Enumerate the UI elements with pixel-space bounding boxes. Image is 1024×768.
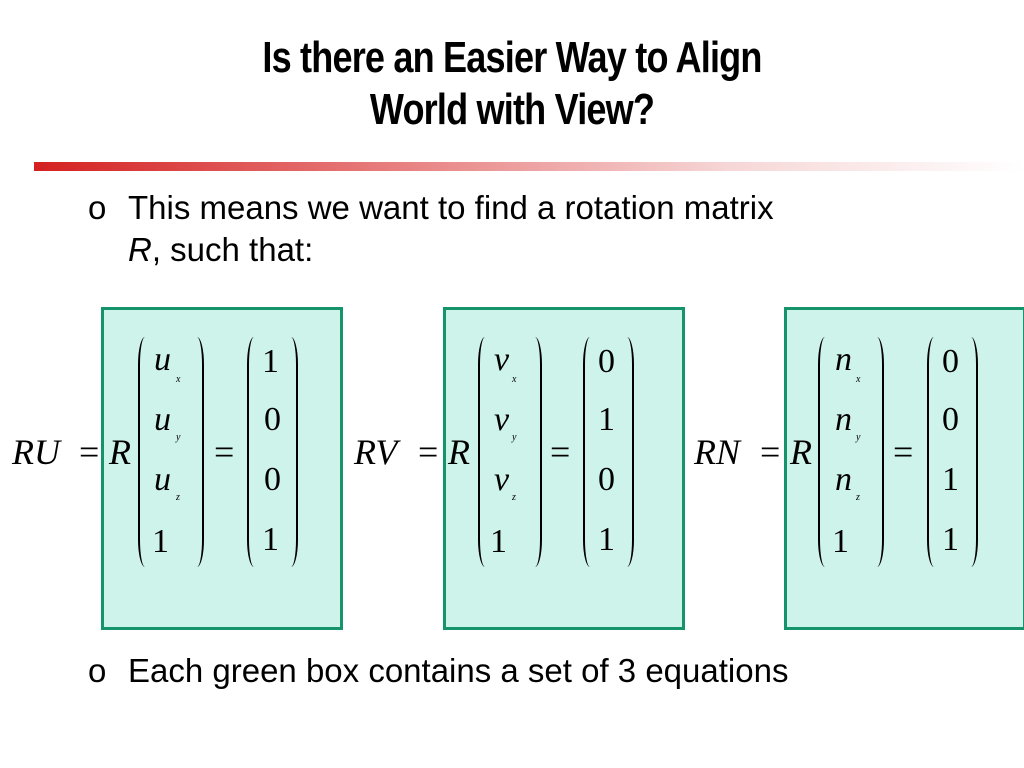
title-line-2: World with View? (369, 85, 655, 134)
right-paren (284, 337, 298, 567)
equation-lhs: RU (12, 432, 60, 472)
right-paren (620, 337, 634, 567)
vector-component: n (835, 401, 852, 438)
equals-sign: = (760, 432, 781, 472)
left-paren (818, 337, 832, 567)
result-component: 1 (262, 343, 279, 380)
result-component: 1 (942, 461, 959, 498)
right-paren (870, 337, 884, 567)
subscript: z (176, 492, 180, 503)
equals-sign: = (79, 432, 100, 472)
vector-component: n (835, 341, 852, 378)
bullet-marker: o (88, 652, 107, 689)
right-paren (964, 337, 978, 567)
left-paren (478, 337, 492, 567)
left-paren (583, 337, 597, 567)
left-paren (247, 337, 261, 567)
result-component: 1 (262, 521, 279, 558)
equals-sign: = (214, 432, 235, 472)
rotation-matrix-symbol: R (109, 432, 131, 472)
equals-sign: = (550, 432, 571, 472)
bullet-1: o This means we want to find a rotation … (88, 188, 968, 270)
result-component: 0 (264, 461, 281, 498)
subscript: y (512, 432, 517, 443)
right-paren (190, 337, 204, 567)
matrix-variable: R (128, 231, 152, 268)
rotation-matrix-symbol: R (448, 432, 470, 472)
subscript: x (512, 374, 517, 385)
right-paren (528, 337, 542, 567)
subscript: y (856, 432, 861, 443)
equation-lhs: RV (354, 432, 398, 472)
result-component: 0 (598, 461, 615, 498)
subscript: z (856, 492, 860, 503)
left-paren (138, 337, 152, 567)
equals-sign: = (893, 432, 914, 472)
result-component: 1 (598, 401, 615, 438)
result-component: 0 (942, 401, 959, 438)
vector-component: v (494, 401, 510, 438)
vector-component: v (494, 461, 510, 498)
title-line-1: Is there an Easier Way to Align (262, 33, 762, 82)
vector-component: 1 (152, 523, 169, 560)
subscript: x (856, 374, 861, 385)
bullet-2-text: Each green box contains a set of 3 equat… (128, 652, 789, 689)
title-underline-rule (34, 162, 1024, 171)
bullet-1-line-1: This means we want to find a rotation ma… (128, 189, 774, 226)
result-component: 1 (598, 521, 615, 558)
bullet-1-line-2: R, such that: (128, 230, 313, 270)
vector-component: v (494, 341, 510, 378)
rotation-matrix-symbol: R (790, 432, 812, 472)
vector-component: u (154, 461, 171, 498)
vector-component: 1 (490, 523, 507, 560)
result-component: 0 (264, 401, 281, 438)
subscript: y (176, 432, 181, 443)
subscript: x (176, 374, 181, 385)
bullet-marker: o (88, 189, 107, 226)
result-component: 0 (598, 343, 615, 380)
subscript: z (512, 492, 516, 503)
result-component: 0 (942, 343, 959, 380)
equals-sign: = (418, 432, 439, 472)
vector-component: u (154, 401, 171, 438)
result-component: 1 (942, 521, 959, 558)
vector-component: 1 (832, 523, 849, 560)
bullet-2: o Each green box contains a set of 3 equ… (88, 651, 968, 691)
such-that-text: , such that: (151, 231, 314, 268)
slide-title: Is there an Easier Way to Align World wi… (92, 32, 932, 136)
vector-component: u (154, 341, 171, 378)
equation-lhs: RN (694, 432, 741, 472)
vector-component: n (835, 461, 852, 498)
left-paren (927, 337, 941, 567)
